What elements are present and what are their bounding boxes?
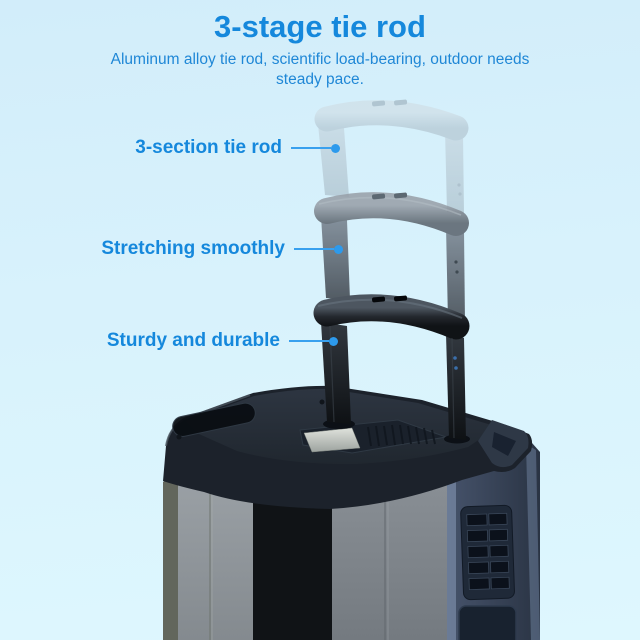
carry-handle-cutout [172, 402, 256, 437]
subtitle-line-1: Aluminum alloy tie rod, scientific load-… [110, 51, 530, 68]
subtitle-line-2: steady pace. [276, 71, 364, 88]
leader-line [294, 248, 334, 250]
callout-label: Sturdy and durable [106, 330, 280, 351]
callout-stretching-smoothly: Stretching smoothly [0, 235, 343, 263]
leader-dot-icon [329, 336, 338, 346]
handle-solid-stage [313, 294, 470, 444]
leader-line [289, 340, 329, 342]
page-subtitle: Aluminum alloy tie rod, scientific load-… [80, 50, 560, 90]
callout-3-section-tie-rod: 3-section tie rod [0, 134, 340, 162]
callout-sturdy-and-durable: Sturdy and durable [0, 327, 338, 355]
handle-ghost-stage [314, 99, 469, 214]
screw-hole [319, 399, 325, 405]
body-left-panel [178, 473, 253, 640]
page-title: 3-stage tie rod [214, 9, 426, 44]
callout-label: 3-section tie rod [135, 137, 282, 158]
leader-dot-icon [331, 143, 340, 153]
trolley-body [163, 434, 540, 640]
leader-line [291, 147, 331, 149]
leader-dot-icon [334, 244, 343, 254]
side-textured-panel [458, 605, 517, 640]
body-left-edge [163, 473, 178, 640]
top-cap [163, 385, 533, 509]
top-vent-slots [367, 424, 436, 447]
body-right-panel [332, 471, 447, 640]
screw-hole [176, 434, 182, 440]
header: 3-stage tie rod Aluminum alloy tie rod, … [0, 8, 640, 90]
callout-label: Stretching smoothly [101, 238, 285, 259]
handle-mid-stage [314, 192, 469, 324]
display-label [303, 427, 361, 453]
body-center-panel [253, 492, 332, 640]
vent-grille [460, 504, 515, 601]
